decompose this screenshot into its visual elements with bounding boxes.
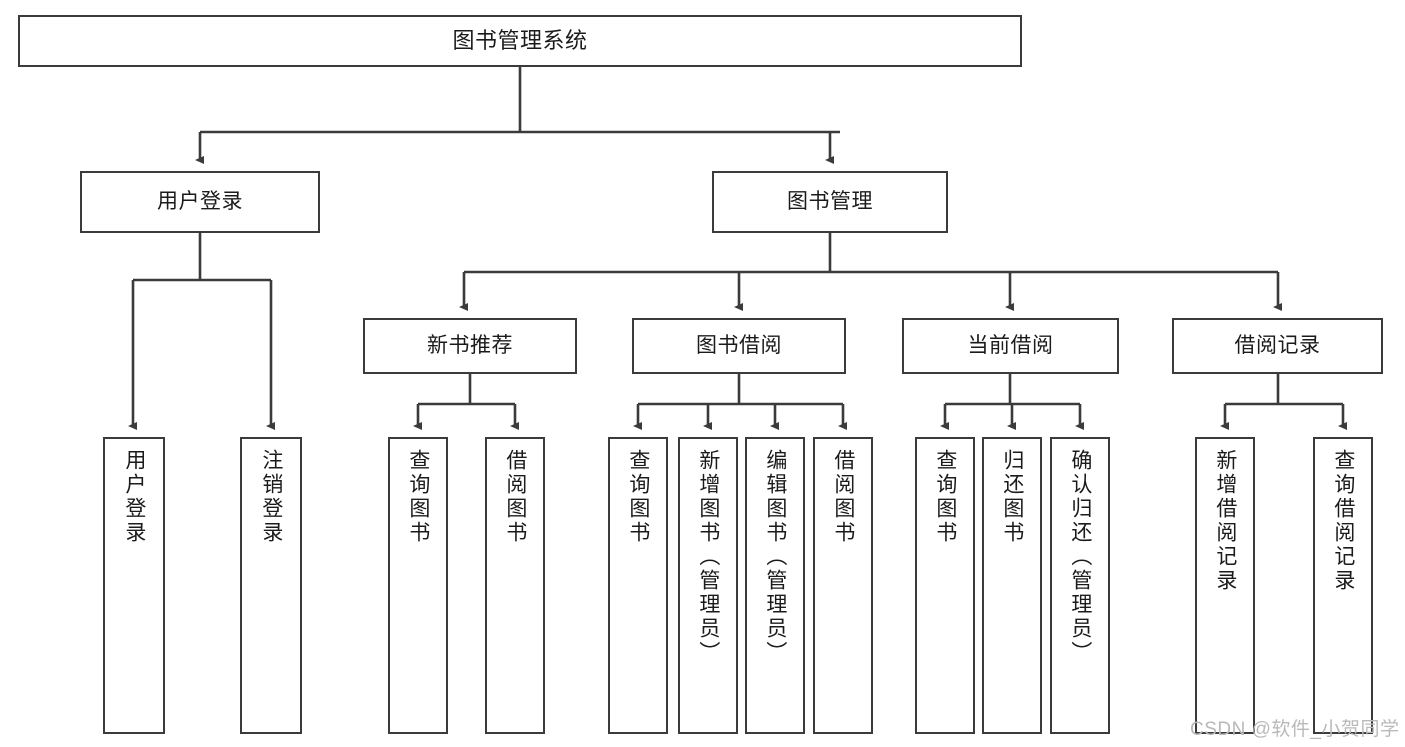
- node-label: 编辑图书（管理员）: [763, 449, 787, 665]
- node-label: 新书推荐: [427, 334, 513, 358]
- csdn-watermark: CSDN @软件_小贺同学: [1190, 719, 1400, 740]
- node-label: 查询图书: [626, 449, 650, 545]
- node-level2-1[interactable]: 图书管理: [712, 171, 948, 233]
- node-label: 新增图书（管理员）: [696, 449, 720, 665]
- node-leaf-8[interactable]: 查询图书: [915, 437, 975, 734]
- node-label: 注销登录: [259, 449, 283, 545]
- node-leaf-1[interactable]: 注销登录: [240, 437, 302, 734]
- node-leaf-9[interactable]: 归还图书: [982, 437, 1042, 734]
- node-leaf-5[interactable]: 新增图书（管理员）: [678, 437, 738, 734]
- node-level3-3[interactable]: 借阅记录: [1172, 318, 1383, 374]
- node-leaf-7[interactable]: 借阅图书: [813, 437, 873, 734]
- node-label: 借阅记录: [1234, 334, 1321, 358]
- node-label: 确认归还（管理员）: [1068, 449, 1092, 665]
- node-label: 借阅图书: [831, 449, 855, 545]
- node-level2-0[interactable]: 用户登录: [80, 171, 320, 233]
- node-label: 用户登录: [157, 190, 243, 214]
- node-leaf-11[interactable]: 新增借阅记录: [1195, 437, 1255, 734]
- node-leaf-6[interactable]: 编辑图书（管理员）: [745, 437, 805, 734]
- node-level3-0[interactable]: 新书推荐: [363, 318, 577, 374]
- node-root[interactable]: 图书管理系统: [18, 15, 1022, 67]
- node-label: 图书借阅: [696, 334, 782, 358]
- node-level3-2[interactable]: 当前借阅: [902, 318, 1119, 374]
- node-leaf-0[interactable]: 用户登录: [103, 437, 165, 734]
- node-label: 借阅图书: [503, 449, 527, 545]
- node-leaf-10[interactable]: 确认归还（管理员）: [1050, 437, 1110, 734]
- node-leaf-12[interactable]: 查询借阅记录: [1313, 437, 1373, 734]
- node-leaf-2[interactable]: 查询图书: [388, 437, 448, 734]
- node-label: 查询图书: [406, 449, 430, 545]
- node-label: 查询图书: [933, 449, 957, 545]
- node-leaf-4[interactable]: 查询图书: [608, 437, 668, 734]
- node-label: 图书管理: [787, 190, 873, 214]
- node-label: 查询借阅记录: [1331, 449, 1355, 593]
- node-leaf-3[interactable]: 借阅图书: [485, 437, 545, 734]
- node-label: 归还图书: [1000, 449, 1024, 545]
- node-label: 当前借阅: [967, 334, 1054, 358]
- node-level3-1[interactable]: 图书借阅: [632, 318, 846, 374]
- node-label: 用户登录: [122, 449, 146, 545]
- node-label: 新增借阅记录: [1213, 449, 1237, 593]
- node-label: 图书管理系统: [452, 27, 588, 53]
